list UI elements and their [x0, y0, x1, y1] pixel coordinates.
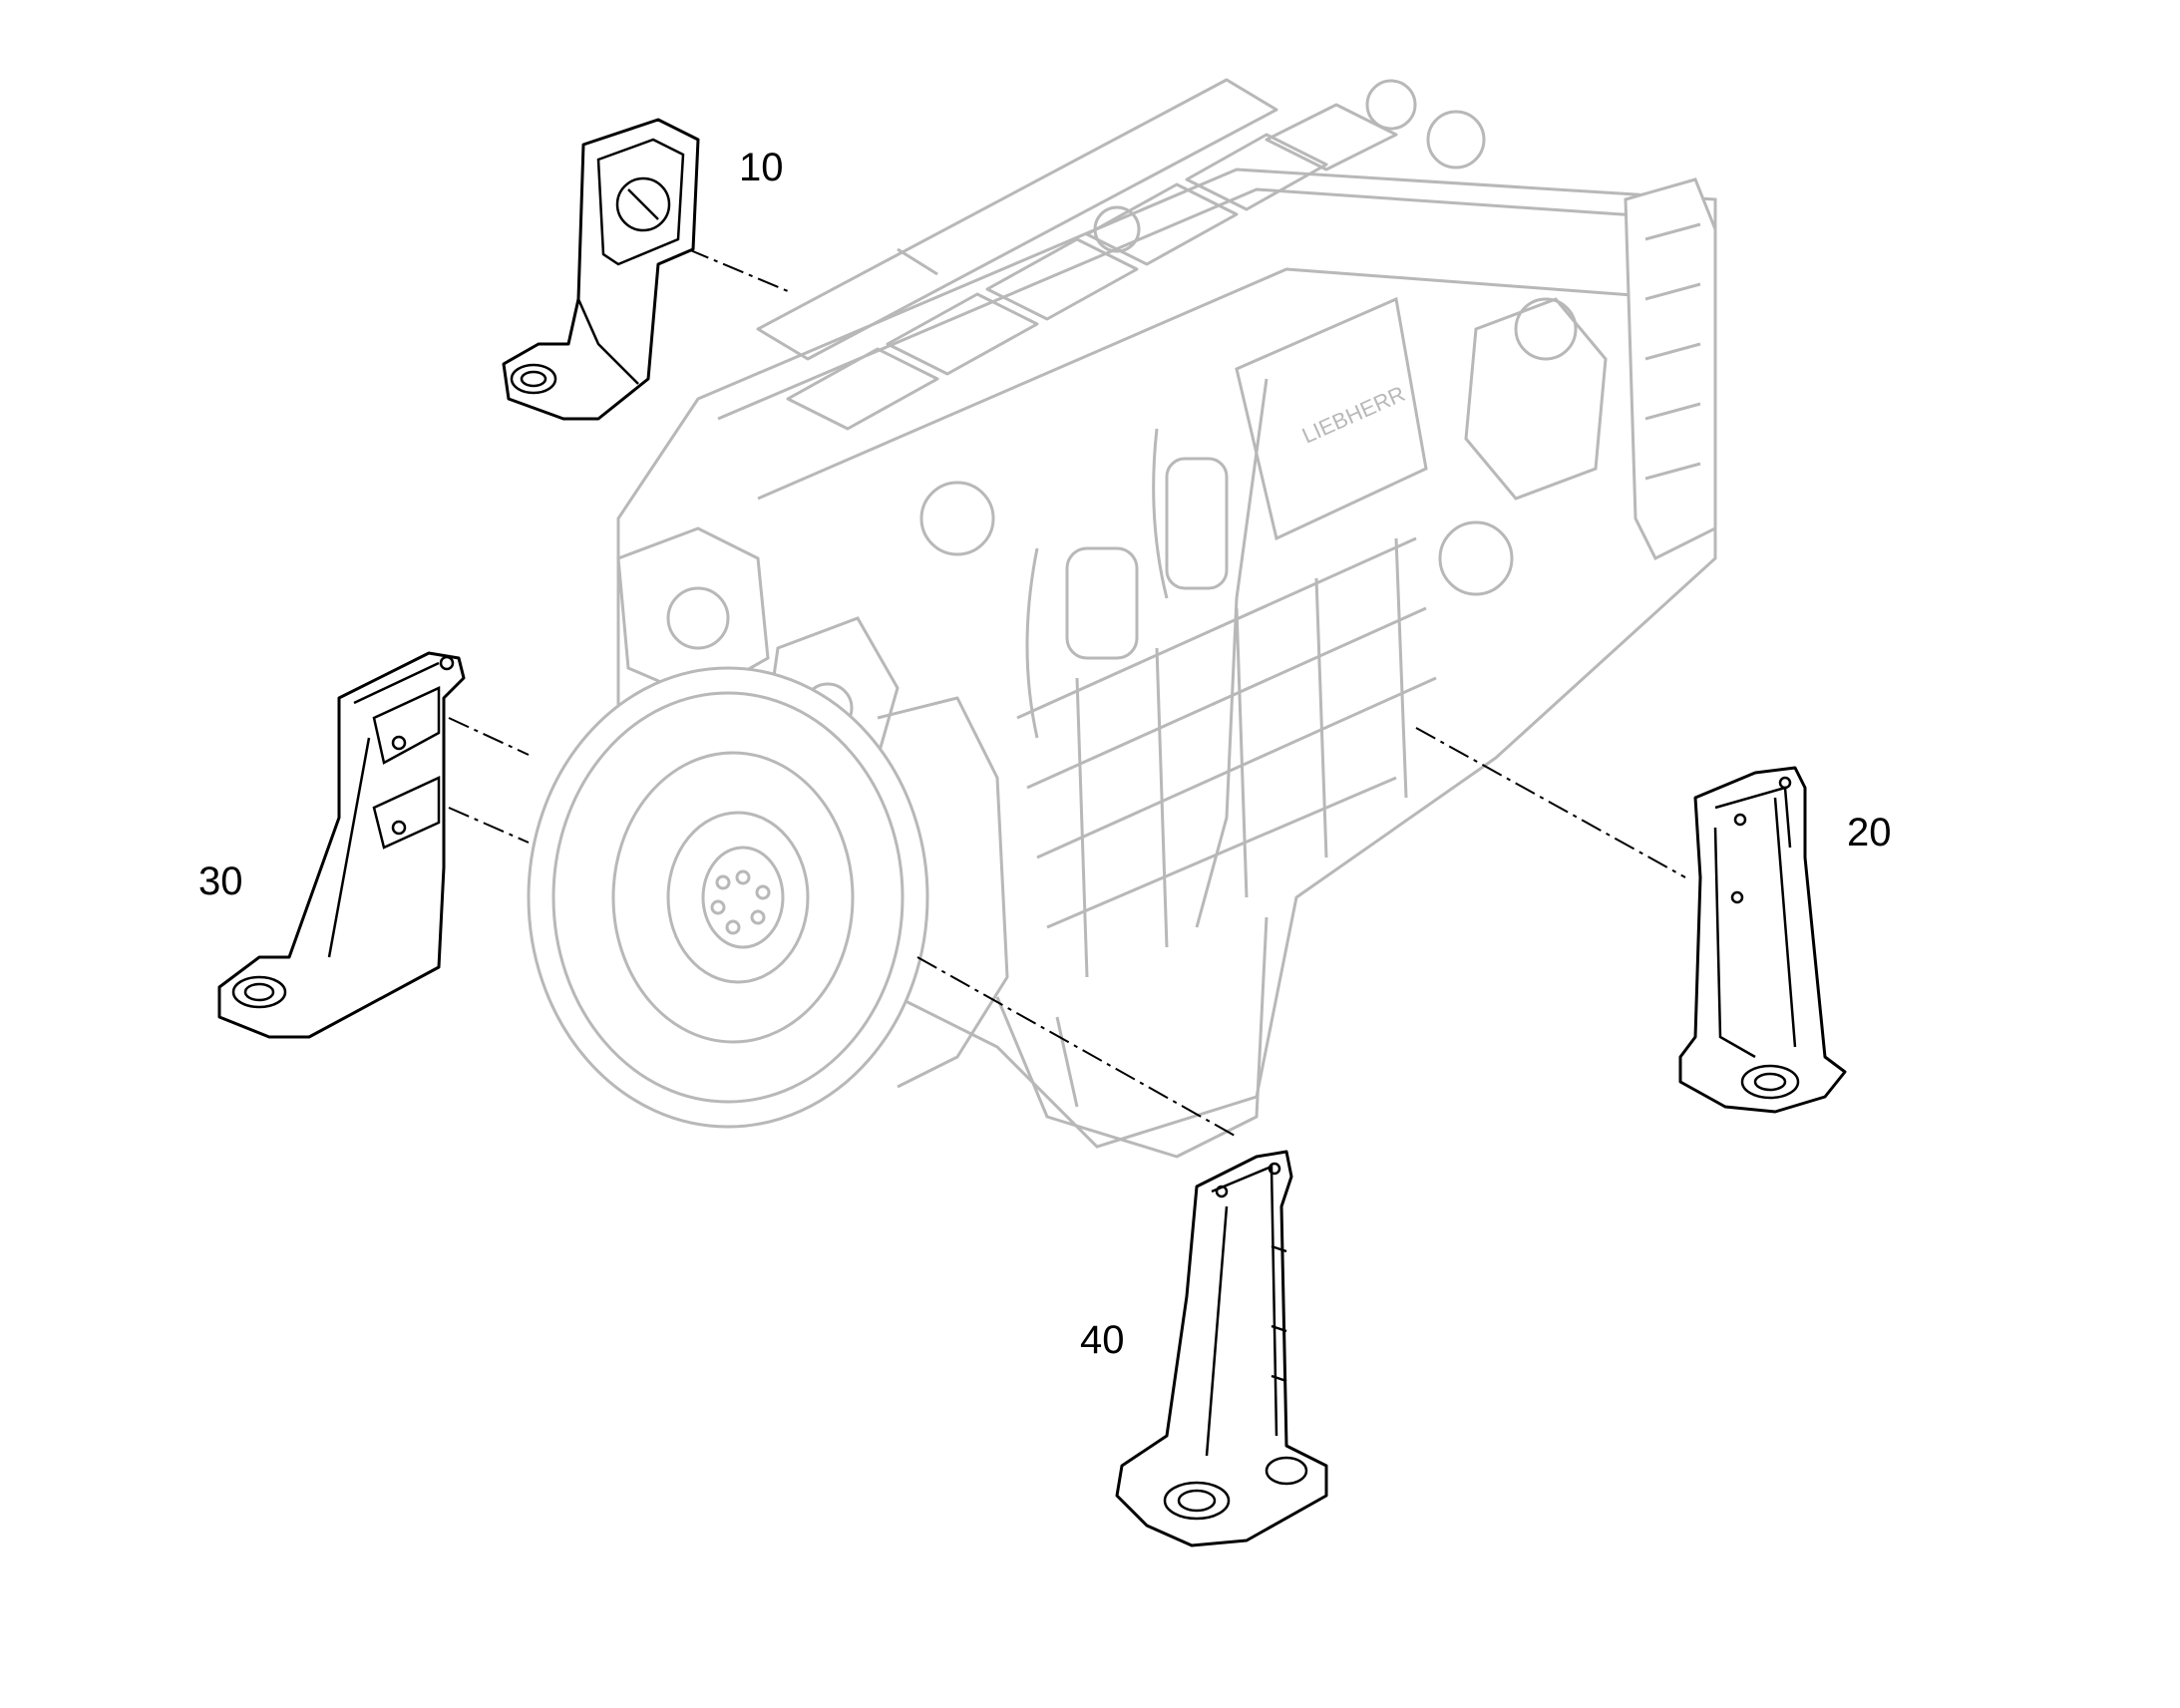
cylinder-head-covers — [786, 103, 1398, 431]
flywheel — [527, 666, 929, 1129]
leader-40 — [916, 956, 1238, 1138]
callout-10: 10 — [739, 146, 784, 189]
leader-20 — [1415, 727, 1686, 878]
callout-30: 30 — [198, 859, 243, 903]
bracket-10[interactable] — [502, 118, 700, 421]
leader-30-lower — [448, 807, 530, 844]
bracket-20[interactable] — [1678, 766, 1847, 1114]
leader-30-upper — [448, 717, 530, 756]
engine-block: LIEBHERR — [527, 78, 1717, 1159]
leader-lines — [448, 248, 1686, 1138]
callout-20: 20 — [1847, 811, 1892, 854]
bracket-30[interactable] — [217, 651, 466, 1039]
block-ribs — [1016, 536, 1437, 978]
bracket-40[interactable] — [1115, 1150, 1328, 1547]
leader-10 — [687, 248, 789, 292]
callout-40: 40 — [1080, 1318, 1125, 1362]
